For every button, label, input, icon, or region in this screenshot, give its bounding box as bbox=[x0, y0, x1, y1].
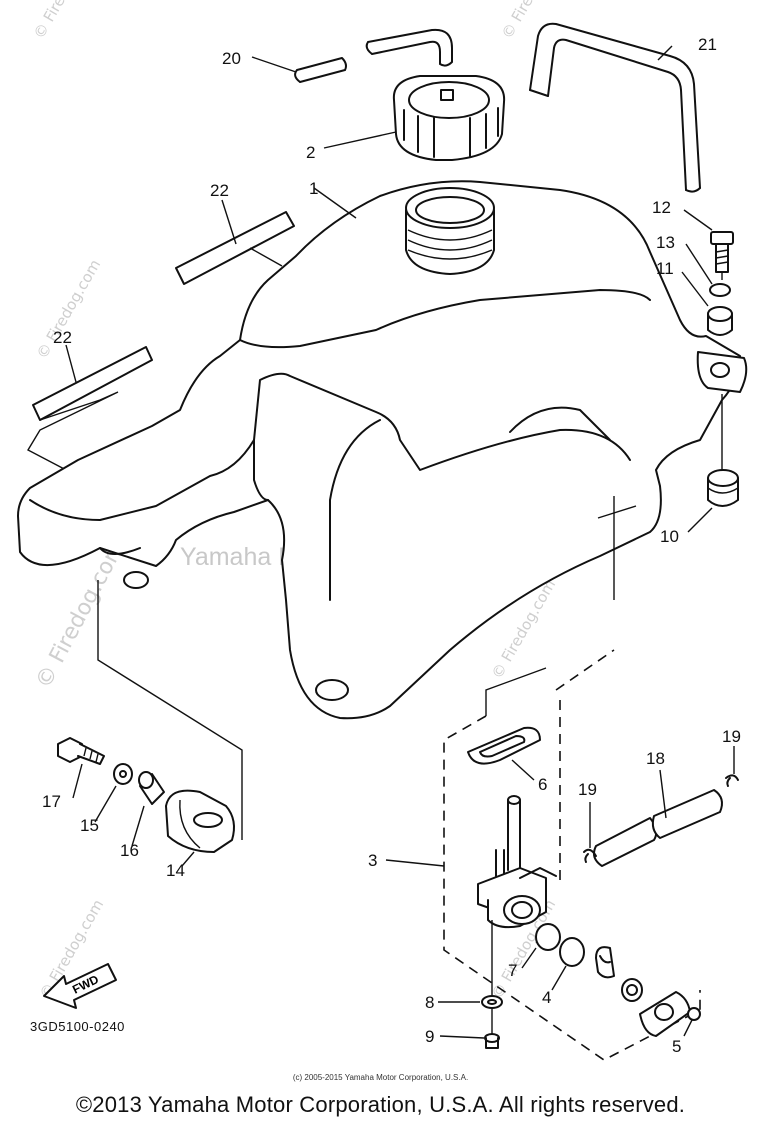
callout-5: 5 bbox=[672, 1037, 681, 1056]
callout-18: 18 bbox=[646, 749, 665, 768]
part-13-washer bbox=[709, 283, 731, 297]
part-20-hose bbox=[294, 28, 453, 83]
callout-22-upper: 22 bbox=[210, 181, 229, 200]
part-7-screen bbox=[535, 923, 561, 951]
part-4-o-ring bbox=[559, 937, 585, 967]
callout-12: 12 bbox=[652, 198, 671, 217]
callout-14: 14 bbox=[166, 861, 185, 880]
part-12-bolt bbox=[710, 231, 734, 273]
part-3-fuel-cock bbox=[477, 795, 557, 929]
part-5-screw bbox=[687, 1007, 701, 1021]
callout-10: 10 bbox=[660, 527, 679, 546]
small-copyright: (c) 2005-2015 Yamaha Motor Corporation, … bbox=[292, 1073, 469, 1082]
tank-mount-frame-left bbox=[97, 580, 243, 840]
part-15-washer bbox=[113, 763, 133, 785]
callout-22-lower: 22 bbox=[53, 328, 72, 347]
watermark-firedog-top-left: © Firedog.com bbox=[30, 0, 101, 42]
part-11-collar bbox=[707, 306, 733, 336]
part-10-grommet bbox=[707, 469, 739, 507]
part-code: 3GD5100-0240 bbox=[30, 1019, 125, 1034]
part-6-gasket bbox=[467, 726, 541, 765]
part-17-bolt bbox=[57, 737, 105, 765]
callout-4: 4 bbox=[542, 988, 551, 1007]
tank-mount-frame-right bbox=[485, 496, 615, 716]
part-9-drain-bolt bbox=[484, 1033, 500, 1049]
callout-19-right: 19 bbox=[722, 727, 741, 746]
callout-11: 11 bbox=[656, 259, 674, 278]
part-18-hose bbox=[593, 789, 723, 867]
part-22-strip-upper bbox=[175, 211, 295, 285]
part-19-clip-right bbox=[725, 774, 739, 787]
callout-17: 17 bbox=[42, 792, 61, 811]
callout-15: 15 bbox=[80, 816, 99, 835]
watermark-firedog-top-right: © Firedog.com bbox=[498, 0, 569, 42]
part-19-clip-left bbox=[583, 848, 597, 863]
callout-20: 20 bbox=[222, 49, 241, 68]
callout-2: 2 bbox=[306, 143, 315, 162]
part-lever-plate bbox=[639, 991, 691, 1037]
callout-16: 16 bbox=[120, 841, 139, 860]
part-22-strip-lower bbox=[27, 346, 153, 473]
part-16-collar bbox=[138, 771, 165, 805]
part-8-washer bbox=[481, 995, 503, 1009]
part-wave-washer bbox=[621, 978, 643, 1002]
fuel-cock-assembly-frame bbox=[443, 649, 701, 1061]
callout-19-left: 19 bbox=[578, 780, 597, 799]
part-14-grommet bbox=[165, 789, 235, 853]
callouts: 20 2 1 22 22 21 12 13 11 10 17 15 16 14 … bbox=[42, 35, 741, 1056]
main-copyright: ©2013 Yamaha Motor Corporation, U.S.A. A… bbox=[75, 1092, 686, 1117]
callout-3: 3 bbox=[368, 851, 377, 870]
part-lever bbox=[595, 946, 615, 979]
callout-1: 1 bbox=[309, 179, 318, 198]
part-21-hose bbox=[529, 22, 701, 193]
part-1-fuel-tank bbox=[17, 180, 748, 720]
callout-6: 6 bbox=[538, 775, 547, 794]
callout-21: 21 bbox=[698, 35, 717, 54]
callout-8: 8 bbox=[425, 993, 434, 1012]
part-2-fuel-cap bbox=[392, 75, 506, 161]
leader-lines bbox=[65, 45, 735, 1039]
callout-13: 13 bbox=[656, 233, 675, 252]
callout-7: 7 bbox=[508, 961, 517, 980]
callout-9: 9 bbox=[425, 1027, 434, 1046]
